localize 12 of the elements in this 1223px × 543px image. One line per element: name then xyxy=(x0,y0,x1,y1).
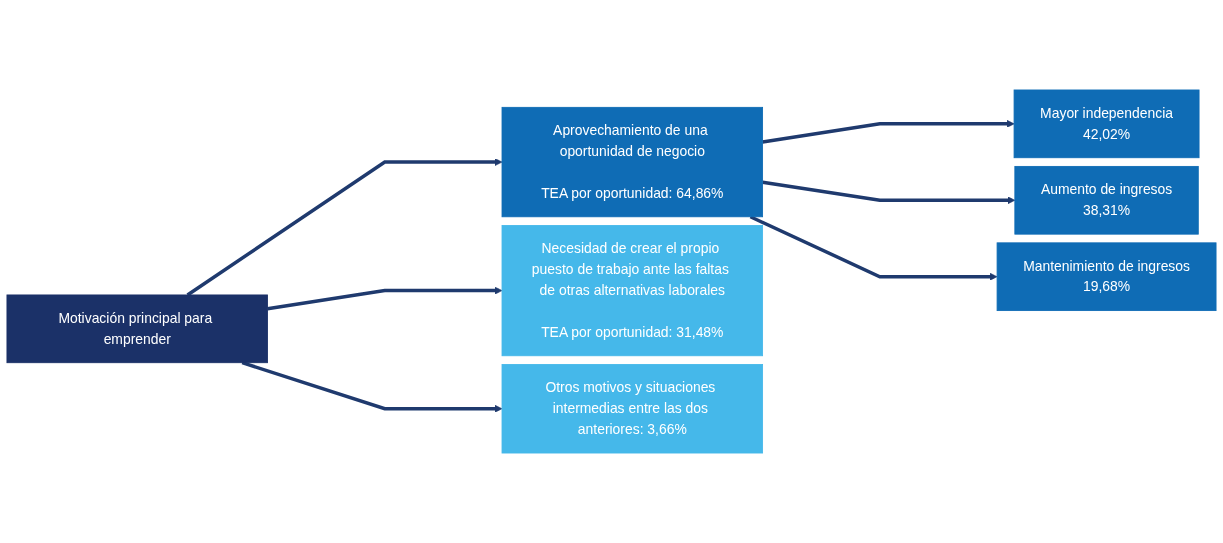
node-box: Necesidad de crear el propio puesto de trabajo ante las faltas de otras alternativas laborales TEA por oportunidad: 31,48% xyxy=(501,225,763,357)
arrow xyxy=(241,361,503,413)
arrow xyxy=(749,215,998,281)
node-box: Motivación principal para emprender xyxy=(6,294,268,364)
node-box: Mayor independencia 42,02% xyxy=(1013,89,1200,159)
node-box: Mantenimiento de ingresos 19,68% xyxy=(996,242,1217,311)
node-box: Aumento de ingresos 38,31% xyxy=(1014,165,1199,235)
arrow xyxy=(762,180,1016,205)
arrow xyxy=(762,120,1015,144)
arrow xyxy=(267,286,503,311)
node-box: Aprovechamiento de una oportunidad de negocio TEA por oportunidad: 64,86% xyxy=(501,106,763,218)
node-box: Otros motivos y situaciones intermedias entre las dos anteriores: 3,66% xyxy=(501,364,763,454)
